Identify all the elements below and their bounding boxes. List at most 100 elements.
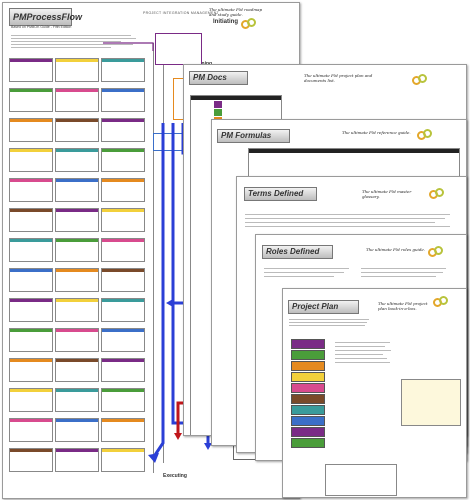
- process-box: [101, 268, 145, 292]
- process-box: [55, 418, 99, 442]
- plan-color-swatch: [291, 438, 325, 448]
- executing-label: Executing: [163, 473, 187, 479]
- process-box: [9, 358, 53, 382]
- process-box: [101, 88, 145, 112]
- project-plan-title-text: Project Plan: [292, 302, 339, 311]
- process-box: [101, 148, 145, 172]
- process-box: [9, 88, 53, 112]
- process-box: [101, 58, 145, 82]
- process-box: [55, 238, 99, 262]
- initiating-label: Initiating: [213, 19, 238, 25]
- project-plan-color-key: [291, 339, 331, 459]
- pm-formulas-logo: [417, 128, 443, 142]
- roles-column-left: [264, 265, 354, 280]
- process-box: [101, 118, 145, 142]
- plan-color-swatch: [291, 416, 325, 426]
- terms-defined-title-text: Terms Defined: [248, 189, 304, 198]
- process-box: [9, 148, 53, 172]
- process-box: [101, 238, 145, 262]
- process-box: [55, 88, 99, 112]
- pm-docs-title: PM Docs: [189, 71, 248, 85]
- arrow-head-icon: [174, 433, 182, 440]
- process-box: [101, 388, 145, 412]
- process-flow-logo: [241, 17, 267, 31]
- process-box: [9, 238, 53, 262]
- process-box: [9, 448, 53, 472]
- process-box: [101, 328, 145, 352]
- process-box: [55, 178, 99, 202]
- pm-docs-tagline: The ultimate PM project plan and documen…: [304, 73, 373, 83]
- process-box: [101, 178, 145, 202]
- process-box: [9, 388, 53, 412]
- plan-color-swatch: [291, 372, 325, 382]
- project-plan-title: Project Plan: [288, 300, 359, 314]
- arrow-head-icon: [166, 299, 173, 307]
- roles-defined-logo: [428, 245, 454, 259]
- center-process-box: [155, 33, 202, 65]
- plan-color-swatch: [291, 405, 325, 415]
- process-box: [55, 448, 99, 472]
- roles-defined-title-text: Roles Defined: [266, 247, 320, 256]
- plan-color-swatch: [291, 427, 325, 437]
- process-box: [55, 298, 99, 322]
- project-plan-logo: [433, 295, 459, 309]
- terms-text-block: [245, 211, 455, 230]
- project-plan-bottom-box: [325, 464, 397, 496]
- process-box: [9, 58, 53, 82]
- process-box: [9, 208, 53, 232]
- process-box: [101, 358, 145, 382]
- roles-column-right: [361, 265, 451, 280]
- process-box: [55, 388, 99, 412]
- process-box: [101, 298, 145, 322]
- process-box: [55, 208, 99, 232]
- project-plan-notes-box: [401, 379, 461, 426]
- process-box: [9, 118, 53, 142]
- arrow-head-icon: [204, 443, 212, 450]
- pm-formulas-title-text: PM Formulas: [221, 131, 272, 140]
- project-plan-tagline: The ultimate PM project plan book-in-a-b…: [378, 301, 428, 311]
- pm-docs-logo: [412, 73, 438, 87]
- process-box: [101, 418, 145, 442]
- connector-line: [153, 43, 154, 473]
- terms-defined-title: Terms Defined: [244, 187, 317, 201]
- project-plan-sheet: Project Plan The ultimate PM project pla…: [282, 288, 467, 498]
- process-flow-subtitle: Based on PMBOK Guide - Fifth Edition: [11, 25, 72, 29]
- process-box: [55, 58, 99, 82]
- terms-defined-tagline: The ultimate PM master glossary.: [362, 189, 412, 199]
- process-box: [101, 208, 145, 232]
- process-box: [9, 328, 53, 352]
- process-box: [101, 448, 145, 472]
- roles-defined-tagline: The ultimate PM roles guide.: [366, 247, 426, 252]
- process-flow-header-center: PROJECT INTEGRATION MANAGEMENT: [143, 11, 219, 15]
- roles-defined-title: Roles Defined: [262, 245, 333, 259]
- process-box: [9, 418, 53, 442]
- process-flow-tagline: The ultimate PM roadmap and study guide.: [209, 7, 263, 17]
- pm-formulas-tagline: The ultimate PM reference guide.: [342, 130, 411, 135]
- purple-connector: [103, 42, 154, 51]
- process-box: [9, 268, 53, 292]
- intro-text-block: [11, 33, 141, 50]
- plan-color-swatch: [291, 383, 325, 393]
- plan-color-swatch: [291, 339, 325, 349]
- docs-color-cell: [214, 101, 222, 108]
- docs-color-cell: [214, 109, 222, 116]
- arrow-head-icon: [148, 453, 159, 463]
- process-box: [55, 268, 99, 292]
- process-box: [9, 298, 53, 322]
- process-box: [55, 148, 99, 172]
- pm-formulas-title: PM Formulas: [217, 129, 290, 143]
- plan-color-swatch: [291, 394, 325, 404]
- blue-arrow: [151, 123, 165, 459]
- process-box: [55, 118, 99, 142]
- plan-color-swatch: [291, 361, 325, 371]
- project-plan-intro: [289, 317, 459, 328]
- terms-defined-logo: [429, 187, 455, 201]
- process-box: [9, 178, 53, 202]
- process-box-grid: [9, 58, 149, 478]
- pm-docs-title-text: PM Docs: [193, 73, 227, 82]
- process-box: [55, 328, 99, 352]
- plan-color-swatch: [291, 350, 325, 360]
- process-flow-title-text: PMProcessFlow: [13, 12, 83, 22]
- project-plan-checklist: [335, 339, 395, 459]
- process-box: [55, 358, 99, 382]
